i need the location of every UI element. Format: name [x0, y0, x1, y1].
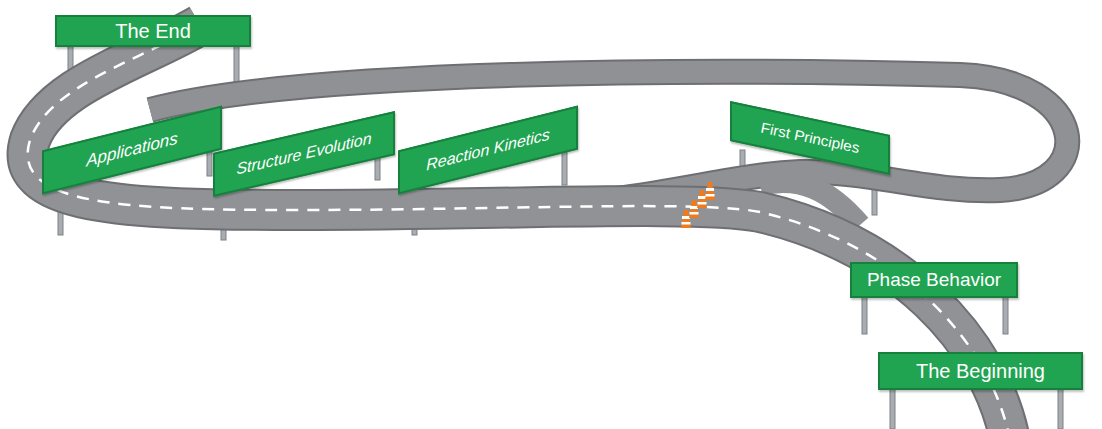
sign-text: The Beginning	[916, 360, 1045, 382]
sign-text: Phase Behavior	[867, 270, 1001, 291]
road-sign: Phase Behavior	[850, 262, 1018, 298]
sign-text: Structure Evolution	[236, 130, 371, 179]
sign-text: The End	[115, 20, 191, 42]
road-sign: The End	[55, 15, 251, 47]
sign-text: Applications	[86, 129, 178, 171]
road-sign: Structure Evolution	[213, 111, 395, 197]
road-sign: Reaction Kinetics	[398, 106, 578, 195]
main-road	[28, 25, 1010, 429]
traffic-cones	[681, 182, 715, 228]
sign-text: Reaction Kinetics	[426, 126, 550, 174]
road-sign: The Beginning	[878, 352, 1083, 390]
sign-text: First Principles	[761, 119, 859, 156]
